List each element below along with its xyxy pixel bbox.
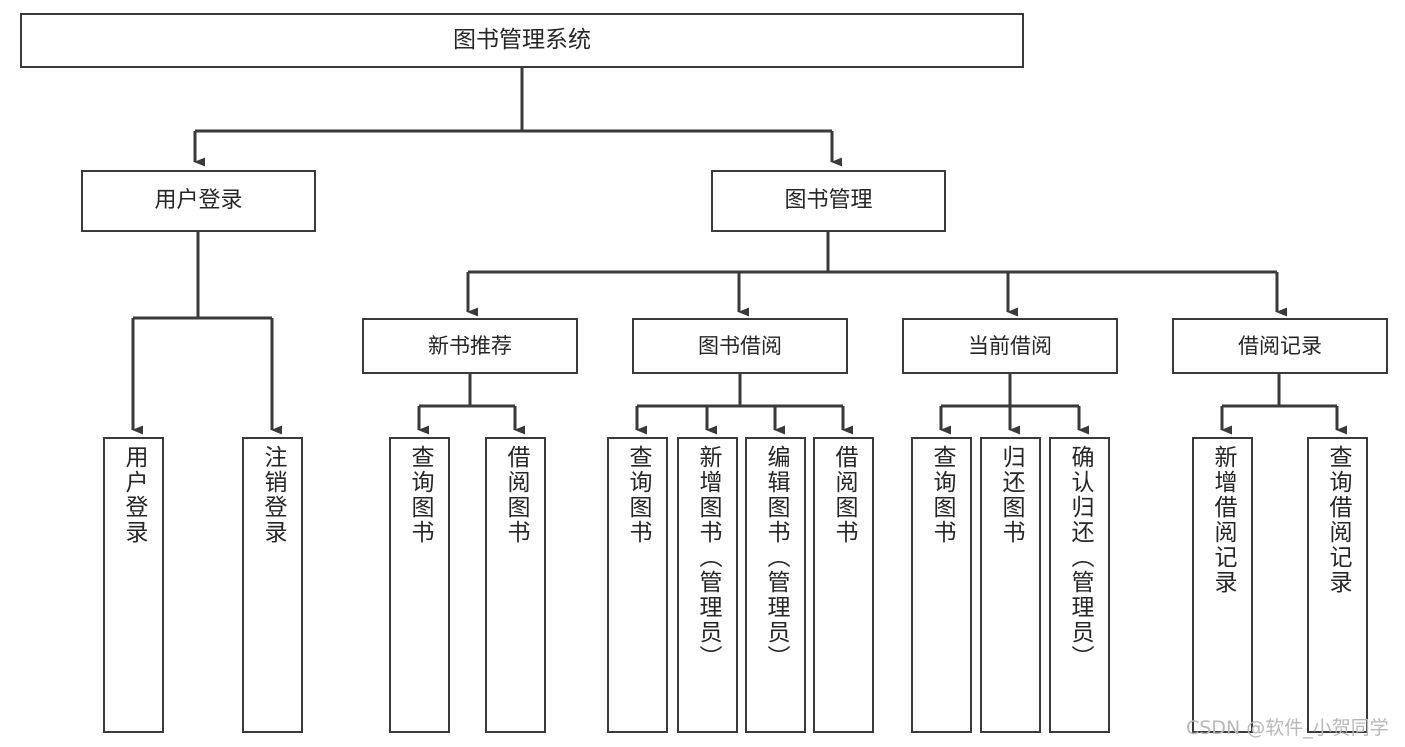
- node-root[interactable]: 图书管理系统: [20, 13, 1024, 68]
- node-borrow-record-label: 借阅记录: [1238, 333, 1322, 358]
- leaf-query-book-1-label: 查询图书: [407, 445, 433, 545]
- leaf-return-book-label: 归还图书: [998, 445, 1024, 545]
- leaf-add-record[interactable]: 新增借阅记录: [1192, 437, 1253, 733]
- leaf-return-book[interactable]: 归还图书: [980, 437, 1041, 733]
- leaf-borrow-book-1-label: 借阅图书: [503, 445, 529, 545]
- leaf-user-login-label: 用户登录: [121, 445, 147, 545]
- leaf-edit-book[interactable]: 编辑图书（管理员）: [745, 437, 806, 733]
- node-book-borrow-label: 图书借阅: [698, 333, 782, 358]
- node-user-login[interactable]: 用户登录: [81, 170, 316, 232]
- leaf-borrow-book-2[interactable]: 借阅图书: [813, 437, 874, 733]
- node-new-book-recommend[interactable]: 新书推荐: [362, 318, 578, 374]
- leaf-borrow-book-2-label: 借阅图书: [831, 445, 857, 545]
- leaf-edit-book-label: 编辑图书（管理员）: [763, 445, 789, 670]
- leaf-query-book-3-label: 查询图书: [929, 445, 955, 545]
- node-borrow-record[interactable]: 借阅记录: [1172, 318, 1388, 374]
- leaf-add-book[interactable]: 新增图书（管理员）: [677, 437, 738, 733]
- leaf-borrow-book-1[interactable]: 借阅图书: [485, 437, 546, 733]
- leaf-query-book-2[interactable]: 查询图书: [607, 437, 668, 733]
- node-book-borrow[interactable]: 图书借阅: [632, 318, 848, 374]
- node-book-manage-label: 图书管理: [784, 188, 873, 214]
- leaf-query-record[interactable]: 查询借阅记录: [1307, 437, 1368, 733]
- leaf-query-record-label: 查询借阅记录: [1325, 445, 1351, 595]
- leaf-query-book-3[interactable]: 查询图书: [911, 437, 972, 733]
- leaf-confirm-return[interactable]: 确认归还（管理员）: [1049, 437, 1110, 733]
- leaf-user-login[interactable]: 用户登录: [103, 437, 164, 733]
- leaf-add-record-label: 新增借阅记录: [1210, 445, 1236, 595]
- csdn-watermark: CSDN @软件_小贺同学: [1186, 717, 1389, 739]
- node-book-manage[interactable]: 图书管理: [711, 170, 946, 232]
- leaf-add-book-label: 新增图书（管理员）: [695, 445, 721, 670]
- leaf-query-book-1[interactable]: 查询图书: [389, 437, 450, 733]
- node-user-login-label: 用户登录: [154, 188, 243, 214]
- leaf-confirm-return-label: 确认归还（管理员）: [1067, 445, 1093, 670]
- leaf-user-logout[interactable]: 注销登录: [242, 437, 303, 733]
- leaf-query-book-2-label: 查询图书: [625, 445, 651, 545]
- node-new-book-recommend-label: 新书推荐: [428, 333, 512, 358]
- leaf-user-logout-label: 注销登录: [260, 445, 286, 545]
- node-current-borrow-label: 当前借阅: [968, 333, 1052, 358]
- node-current-borrow[interactable]: 当前借阅: [902, 318, 1118, 374]
- node-root-label: 图书管理系统: [453, 26, 591, 53]
